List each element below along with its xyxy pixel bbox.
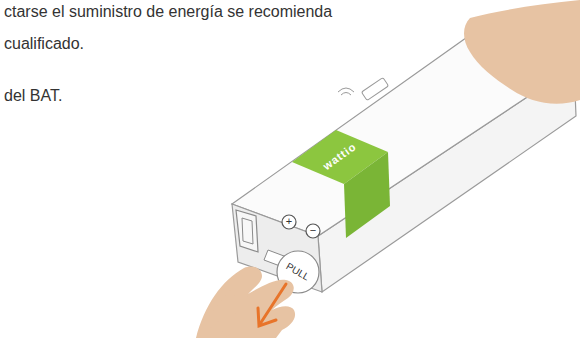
green-band-side (344, 152, 390, 238)
instruction-text: del BAT. (4, 86, 62, 105)
hinge-slot (242, 218, 253, 244)
terminal-symbol: − (310, 224, 316, 237)
instruction-text: cualificado. (4, 34, 84, 53)
right-hand (464, 0, 580, 104)
logo-mark (338, 78, 389, 101)
positive-terminal (282, 215, 296, 229)
instruction-text: ctarse el suministro de energía se recom… (4, 2, 332, 21)
pull-arrow (258, 284, 286, 326)
left-hand (196, 266, 295, 338)
terminal-symbol: + (286, 215, 292, 228)
negative-terminal (306, 224, 320, 238)
hinge-flap (236, 210, 258, 252)
